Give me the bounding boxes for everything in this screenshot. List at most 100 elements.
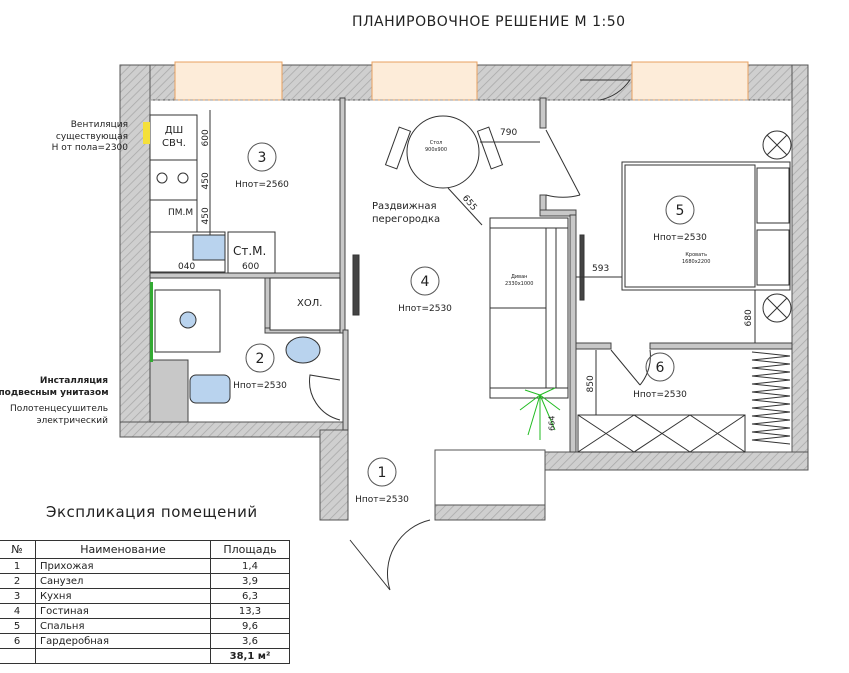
bathroom-fixtures: [150, 282, 321, 404]
kitchen-furniture: [143, 114, 341, 331]
sliding-partition-note: Раздвижная перегородка: [372, 200, 440, 226]
room-number: 4: [421, 274, 430, 290]
table-total-row: 38,1 м²: [0, 648, 290, 664]
total-empty: [35, 648, 211, 664]
note-line: Раздвижная: [372, 201, 437, 212]
room-name: Санузел: [35, 573, 211, 589]
living-furniture: [384, 115, 569, 399]
col-name: Наименование: [35, 540, 211, 559]
dim-600: 600: [200, 129, 211, 147]
col-num: №: [0, 540, 36, 559]
washing-machine-label: Ст.М.: [233, 244, 267, 258]
towel-dryer-note: Полотенцесушитель электрический: [0, 404, 108, 427]
windows: [150, 61, 792, 101]
dim-040: 040: [178, 262, 196, 272]
room-area: 9,6: [210, 618, 290, 634]
note-line: Стол: [429, 140, 443, 146]
note-line: H от пола=2300: [51, 143, 128, 154]
room-ceiling-height: Hпот=2530: [355, 495, 409, 505]
col-area: Площадь: [210, 540, 290, 559]
room-ceiling-height: Hпот=2530: [633, 390, 687, 400]
dim-664: 664: [547, 415, 557, 431]
explication-title: Экспликация помещений: [46, 503, 258, 521]
room-name: Гардеробная: [35, 633, 211, 649]
note-line: Кровать: [685, 252, 708, 258]
room-ceiling-height: Hпот=2530: [233, 381, 287, 391]
note-line: 2330x1000: [505, 280, 534, 287]
room-num: 2: [0, 573, 36, 589]
room-number-circle: [410, 266, 440, 296]
dim-450: 450: [200, 172, 211, 190]
doors: [309, 79, 651, 591]
note-line: 900x900: [425, 146, 448, 153]
window: [371, 61, 478, 101]
table-header-row: № Наименование Площадь: [0, 540, 290, 559]
room-num: 5: [0, 618, 36, 634]
dim-450: 450: [200, 207, 211, 225]
dimension-lines: [209, 110, 756, 415]
fridge-label: ХОЛ.: [297, 298, 323, 309]
room-number-circle: [367, 457, 397, 487]
plant-icon: [519, 387, 561, 440]
note-line: электрический: [36, 415, 108, 426]
room-number: 1: [378, 465, 387, 481]
bed-label: Кровать 1680x2200: [682, 252, 710, 265]
note-line: перегородка: [372, 214, 441, 225]
dim-790: 790: [500, 128, 518, 138]
ventilation-marker: [143, 122, 150, 144]
note-line: существующая: [55, 131, 128, 142]
room-num: 1: [0, 558, 36, 574]
room-name: Гостиная: [35, 603, 211, 619]
microwave-label: СВЧ.: [162, 138, 186, 149]
room-num: 6: [0, 633, 36, 649]
room-number: 5: [676, 203, 685, 219]
installation-note: Инсталляция с подвесным унитазом: [0, 376, 109, 399]
dim-593: 593: [592, 264, 610, 274]
room-num: 4: [0, 603, 36, 619]
room-area: 6,3: [210, 588, 290, 604]
total-empty: [0, 648, 36, 664]
dishwasher-label: ДШ: [164, 125, 184, 136]
ventilation-note: Вентиляция существующая H от пола=2300: [20, 120, 128, 155]
room-num: 3: [0, 588, 36, 604]
window: [631, 61, 749, 101]
room-ceiling-height: Hпот=2560: [235, 180, 289, 190]
room-number-circle: [645, 352, 675, 382]
room-area: 3,6: [210, 633, 290, 649]
room-area: 1,4: [210, 558, 290, 574]
room-number-circle: [247, 142, 277, 172]
room-number-circle: [665, 195, 695, 225]
note-line: с подвесным унитазом: [0, 387, 109, 398]
room-number: 6: [656, 360, 665, 376]
total-area: 38,1 м²: [210, 648, 290, 664]
note-line: Полотенцесушитель: [9, 404, 108, 414]
room-name: Спальня: [35, 618, 211, 634]
room-name: Кухня: [35, 588, 211, 604]
room-area: 13,3: [210, 603, 290, 619]
room-ceiling-height: Hпот=2530: [398, 304, 452, 314]
note-line: 1680x2200: [682, 258, 711, 265]
note-line: Вентиляция: [70, 120, 128, 130]
bedroom-furniture: [577, 130, 792, 453]
room-ceiling-height: Hпот=2530: [653, 233, 707, 243]
note-line: Инсталляция: [39, 376, 108, 386]
sofa-label: Диван 2330x1000: [505, 274, 533, 287]
room-area: 3,9: [210, 573, 290, 589]
window: [174, 61, 283, 101]
dim-600: 600: [242, 262, 260, 272]
room-name: Прихожая: [35, 558, 211, 574]
dishwasher-microwave-label: ДШ СВЧ.: [158, 124, 190, 150]
interior-walls: [149, 97, 793, 453]
washer-label: ПМ.М: [168, 208, 194, 218]
dim-850: 850: [585, 375, 596, 393]
room-number-circle: [245, 343, 275, 373]
table-label: Стол 900x900: [425, 140, 447, 153]
